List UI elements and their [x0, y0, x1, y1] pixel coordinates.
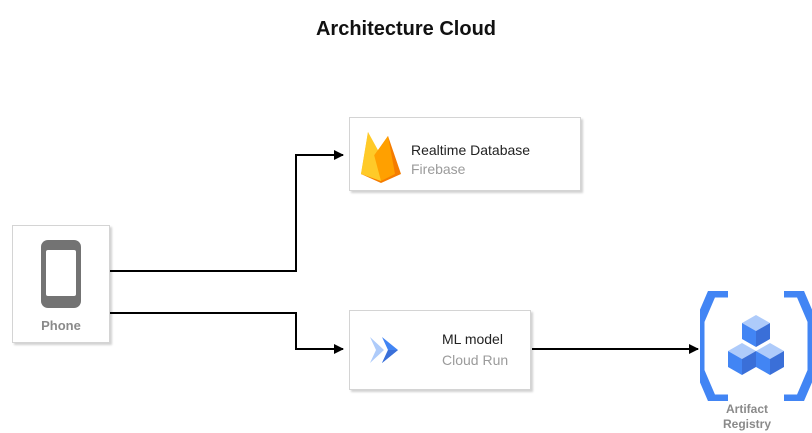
cloud-run-icon	[370, 337, 398, 363]
edge-phone-ml-model	[101, 308, 344, 354]
phone-icon	[41, 240, 81, 308]
ml-model-sub: Cloud Run	[442, 352, 509, 368]
phone-label: Phone	[41, 318, 81, 333]
phone-node[interactable]: Phone	[12, 225, 110, 343]
artifact-registry-icon	[700, 291, 812, 401]
artifact-registry-node[interactable]	[700, 291, 812, 433]
ml-model-name: ML model	[442, 331, 503, 347]
artifact-registry-label: Artifact Registry	[722, 402, 772, 431]
ml-model-node[interactable]: ML model Cloud Run	[349, 310, 531, 390]
cube-top	[742, 315, 770, 347]
cube-right	[756, 343, 784, 375]
realtime-database-node[interactable]: Realtime Database Firebase	[349, 117, 581, 191]
edge-phone-realtime-db	[101, 150, 344, 276]
cube-left	[728, 343, 756, 375]
firebase-icon	[361, 132, 401, 183]
diagram-title: Architecture Cloud	[315, 18, 497, 40]
realtime-database-name: Realtime Database	[411, 142, 531, 158]
realtime-database-sub: Firebase	[411, 161, 466, 177]
